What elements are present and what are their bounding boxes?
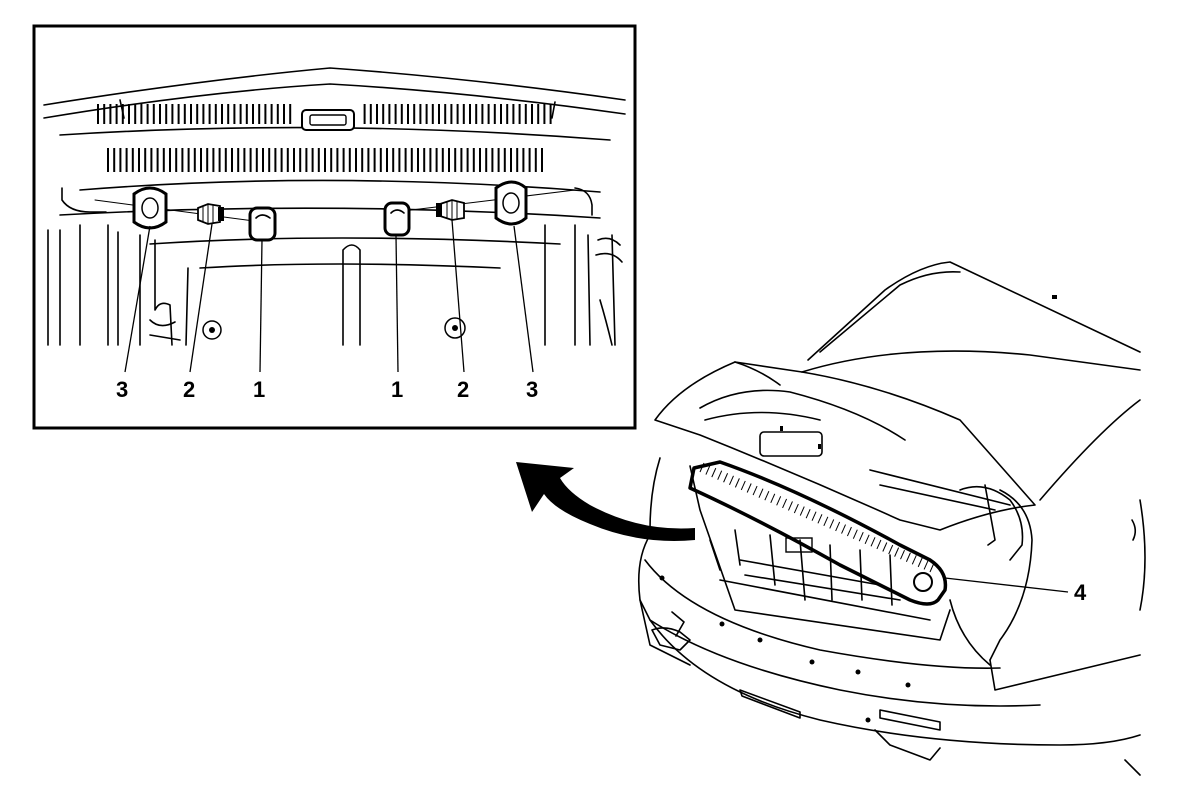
rear-bumper: [637, 534, 1141, 746]
callout-right-retainer: 1: [391, 377, 403, 402]
trim-panel-hatch: [852, 529, 858, 539]
trim-panel-hatch: [929, 562, 935, 573]
bolt-hole-left: [202, 320, 222, 340]
trim-panel-hatch: [805, 508, 811, 519]
trim-panel-hatch: [923, 560, 929, 570]
bolt-hole-right: [444, 317, 466, 339]
trim-panel-hatch: [729, 475, 734, 486]
callout-left-grommet: 3: [116, 377, 128, 402]
vehicle-roof: [807, 261, 1141, 361]
license-lamp: [301, 109, 355, 131]
trim-panel-hatch: [817, 514, 823, 524]
trim-panel-hatch: [811, 511, 817, 521]
trim-panel-hatch: [888, 544, 894, 555]
trim-panel-hatch: [823, 516, 829, 527]
trim-panel-hatch: [746, 483, 752, 493]
trim-panel-hatch: [917, 557, 923, 568]
trim-panel-hatch: [829, 519, 835, 529]
trim-panel-hatch: [870, 537, 876, 547]
trunk-lid: [654, 361, 1036, 531]
rear-compartment-trim-panel: [688, 460, 948, 606]
trim-panel-hatch: [905, 552, 911, 562]
trim-panel-hatch: [788, 501, 793, 511]
assembly-centerline-right: [394, 189, 576, 213]
callout-right-fastener: 2: [457, 377, 469, 402]
trim-panel-hatch: [799, 506, 805, 516]
trim-panel-hatch: [764, 491, 770, 501]
trim-panel-hatch: [711, 467, 717, 478]
left-retainer: [248, 206, 277, 242]
left-fastener: [197, 203, 224, 225]
trim-panel-hatch: [864, 534, 870, 544]
detail-inset: 3 2 1 1 2 3: [32, 24, 637, 430]
callout-left-retainer: 1: [253, 377, 265, 402]
trim-panel-hatch: [758, 488, 764, 498]
callout-leader-trim-panel: [944, 577, 1069, 593]
trim-panel-hatch: [740, 480, 746, 491]
trim-panel-hatch: [717, 470, 723, 480]
view-direction-arrow: [516, 462, 695, 541]
callout-trim-panel: 4: [1074, 580, 1087, 605]
louver-grille: [97, 104, 552, 172]
trim-panel-hatch: [858, 532, 864, 542]
trim-panel-hatch: [770, 493, 776, 503]
trim-panel-hatch: [776, 496, 782, 506]
trim-panel-hatch: [876, 539, 882, 550]
trim-panel-hatch: [723, 473, 729, 483]
trim-panel-hatch: [882, 542, 888, 552]
trim-panel-hatch: [835, 521, 841, 532]
trim-panel-hatch: [699, 462, 705, 473]
callout-left-fastener: 2: [183, 377, 195, 402]
trim-panel-hatch: [793, 503, 799, 514]
trim-panel-hatch: [841, 524, 846, 534]
callout-leaders: [124, 219, 534, 373]
vehicle-rear-view: [637, 261, 1146, 776]
lid-frame-structure: [47, 187, 623, 346]
right-retainer: [383, 201, 411, 237]
trim-panel-hatch: [782, 498, 788, 509]
trim-panel-hatch: [894, 547, 900, 557]
callout-right-grommet: 3: [526, 377, 538, 402]
trim-panel-hatch: [752, 485, 758, 496]
right-quarter-panel: [989, 489, 1033, 661]
trim-panel-hatch: [734, 478, 740, 488]
right-grommet: [494, 180, 528, 226]
left-grommet: [132, 186, 168, 230]
assembly-centerline-left: [94, 199, 263, 223]
trim-panel-hatch: [705, 465, 711, 475]
trunk-opening: [689, 465, 951, 641]
trim-panel-hatch: [900, 549, 905, 560]
trim-panel-hatch: [911, 555, 917, 565]
inset-frame: [32, 24, 637, 430]
right-fastener: [436, 199, 465, 221]
trim-panel-hatch: [846, 526, 852, 537]
